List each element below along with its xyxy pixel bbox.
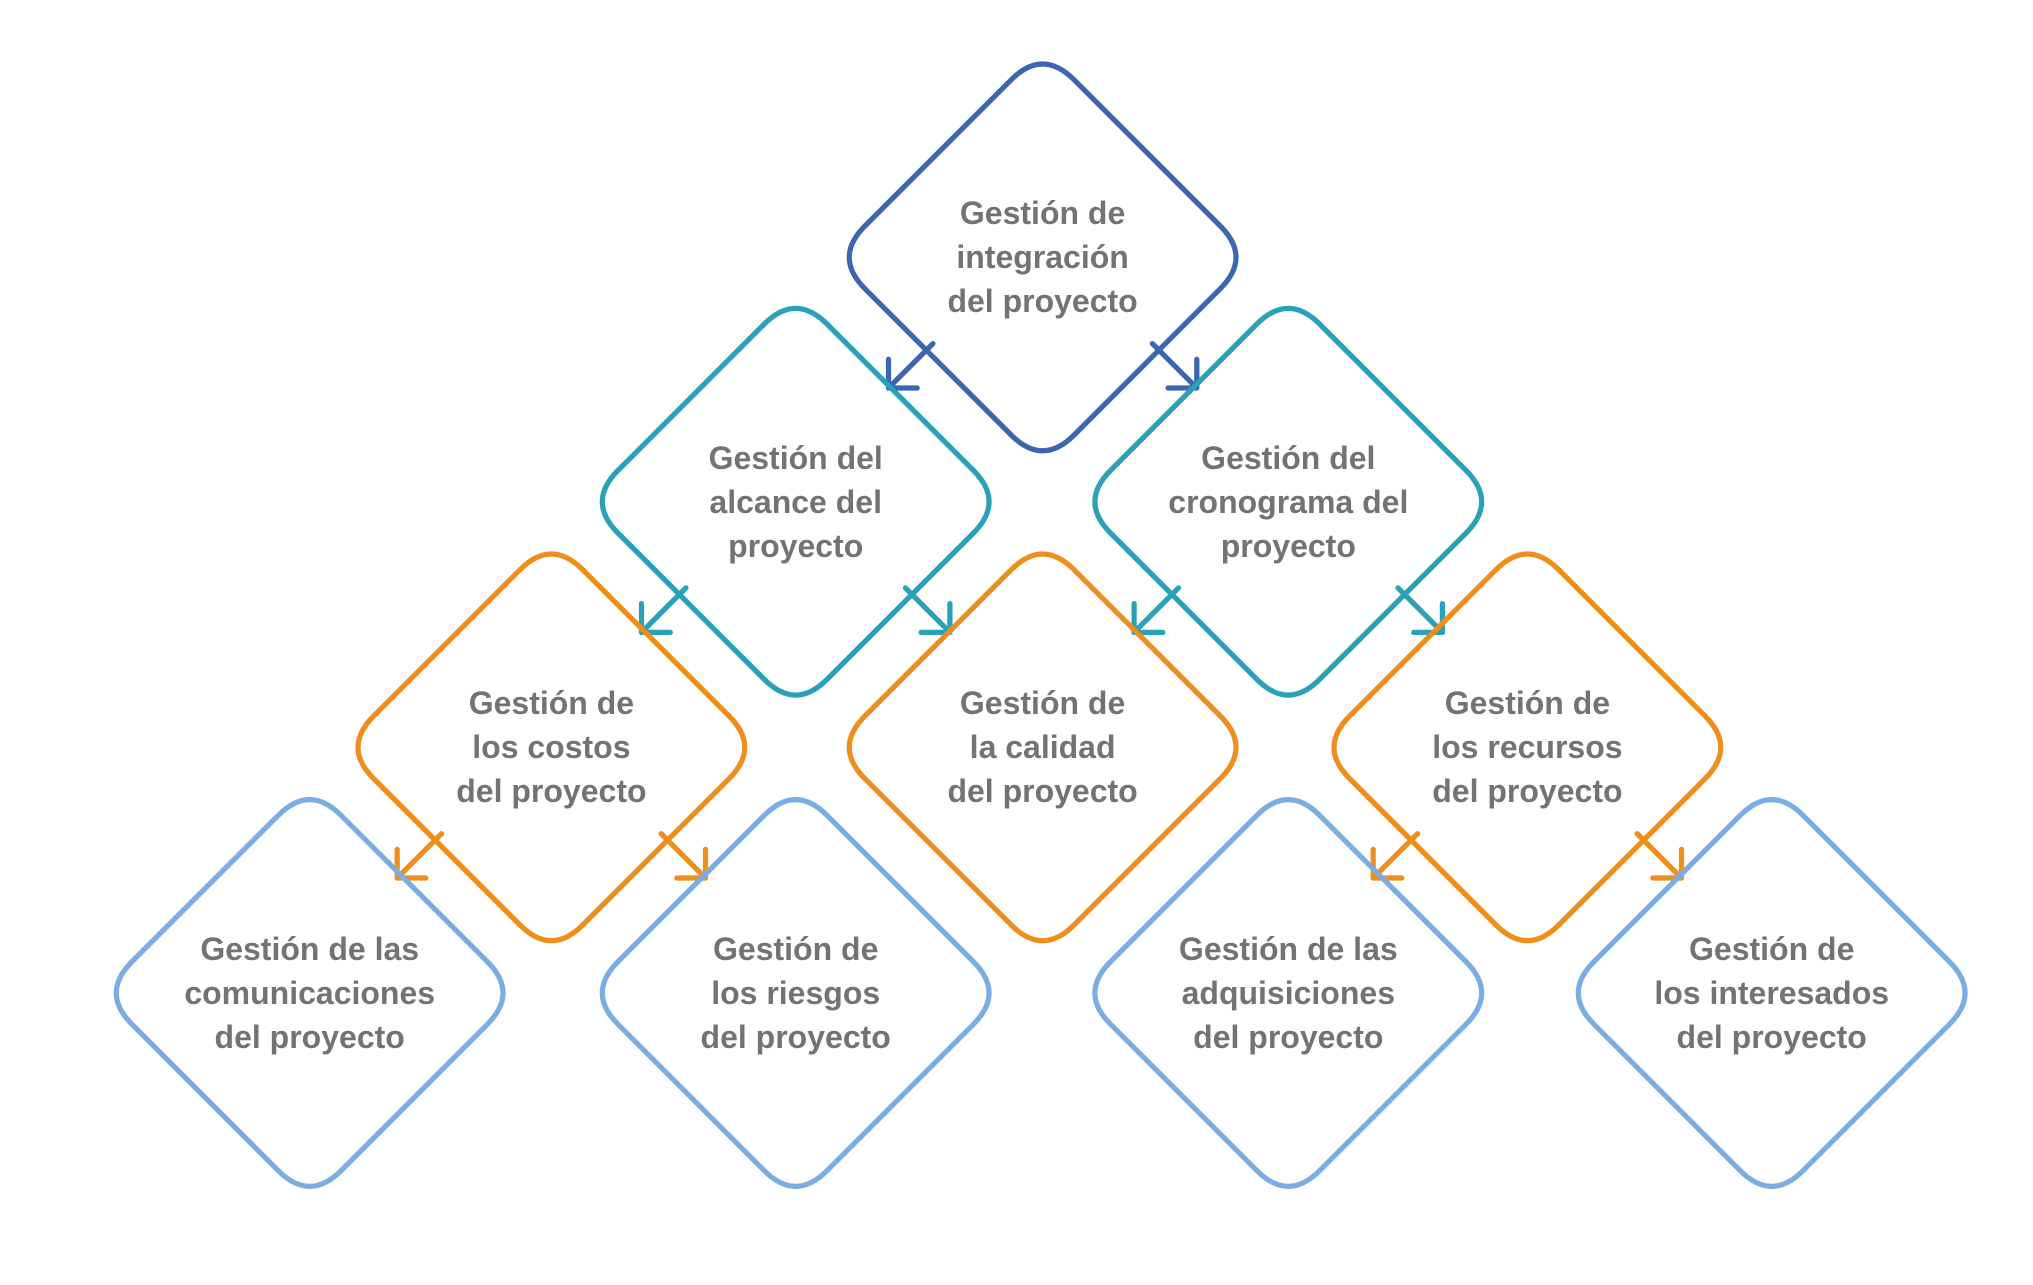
diamond-adquisiciones <box>1092 797 1485 1189</box>
diamond-costos <box>355 551 748 944</box>
node-label-calidad: Gestión de la calidad del proyecto <box>893 681 1193 813</box>
node-label-line: del proyecto <box>947 773 1138 810</box>
node-label-line: del proyecto <box>1676 1019 1867 1055</box>
node-label-line: alcance del <box>709 483 882 520</box>
diamond-riesgos <box>599 797 992 1189</box>
diamond-alcance <box>599 305 992 698</box>
node-label-line: del proyecto <box>947 283 1138 320</box>
arrowhead <box>1650 846 1685 881</box>
node-label-recursos: Gestión de los recursos del proyecto <box>1377 681 1677 813</box>
node-label-line: Gestión del <box>708 439 883 476</box>
node-label-line: comunicaciones <box>184 975 436 1011</box>
node-label-line: los interesados <box>1654 975 1890 1011</box>
node-label-interesados: Gestión de los interesados del proyecto <box>1622 927 1922 1059</box>
shape-layer <box>113 61 1968 1189</box>
arrowhead <box>394 846 429 881</box>
node-label-line: del proyecto <box>700 1019 891 1055</box>
node-label-line: del proyecto <box>214 1019 405 1055</box>
arrowhead <box>638 600 673 636</box>
node-label-line: Gestión de <box>1689 931 1855 967</box>
node-label-riesgos: Gestión de los riesgos del proyecto <box>646 927 946 1059</box>
node-label-line: Gestión de <box>1444 685 1611 722</box>
diamond-calidad <box>846 551 1239 944</box>
node-label-line: la calidad <box>969 729 1116 766</box>
node-label-line: los recursos <box>1432 729 1623 766</box>
node-label-adquisiciones: Gestión de las adquisiciones del proyecto <box>1138 927 1438 1059</box>
node-label-line: los riesgos <box>711 975 881 1011</box>
node-label-line: Gestión de <box>959 195 1126 232</box>
node-label-line: del proyecto <box>1432 773 1623 810</box>
diamond-comunicaciones <box>113 797 506 1189</box>
node-label-line: Gestión de <box>468 685 635 722</box>
node-label-line: Gestión de <box>959 685 1126 722</box>
node-label-line: cronograma del <box>1168 483 1409 520</box>
node-label-line: Gestión de las <box>1178 931 1398 967</box>
arrowhead <box>1165 356 1200 391</box>
node-label-line: adquisiciones <box>1181 975 1395 1011</box>
node-label-cronograma: Gestión del cronograma del proyecto <box>1138 436 1438 568</box>
diamond-interesados <box>1575 797 1968 1189</box>
node-label-integracion: Gestión de integración del proyecto <box>893 191 1193 323</box>
diamond-cronograma <box>1092 305 1485 698</box>
node-label-line: Gestión de las <box>200 931 420 967</box>
diamond-recursos <box>1331 551 1724 944</box>
arrowhead <box>674 846 709 881</box>
node-label-comunicaciones: Gestión de las comunicaciones del proyecto <box>160 927 460 1059</box>
node-label-line: proyecto <box>728 527 864 564</box>
node-label-line: Gestión de <box>713 931 879 967</box>
node-label-alcance: Gestión del alcance del proyecto <box>646 436 946 568</box>
node-label-line: del proyecto <box>456 773 647 810</box>
arrowhead <box>1370 846 1405 881</box>
node-label-line: del proyecto <box>1193 1019 1384 1055</box>
arrowhead <box>1411 600 1446 636</box>
node-label-line: Gestión del <box>1201 439 1376 476</box>
node-label-line: los costos <box>472 729 631 766</box>
node-label-costos: Gestión de los costos del proyecto <box>401 681 701 813</box>
diamond-integracion <box>846 61 1239 454</box>
node-label-line: integración <box>956 239 1129 276</box>
node-label-line: proyecto <box>1220 527 1356 564</box>
